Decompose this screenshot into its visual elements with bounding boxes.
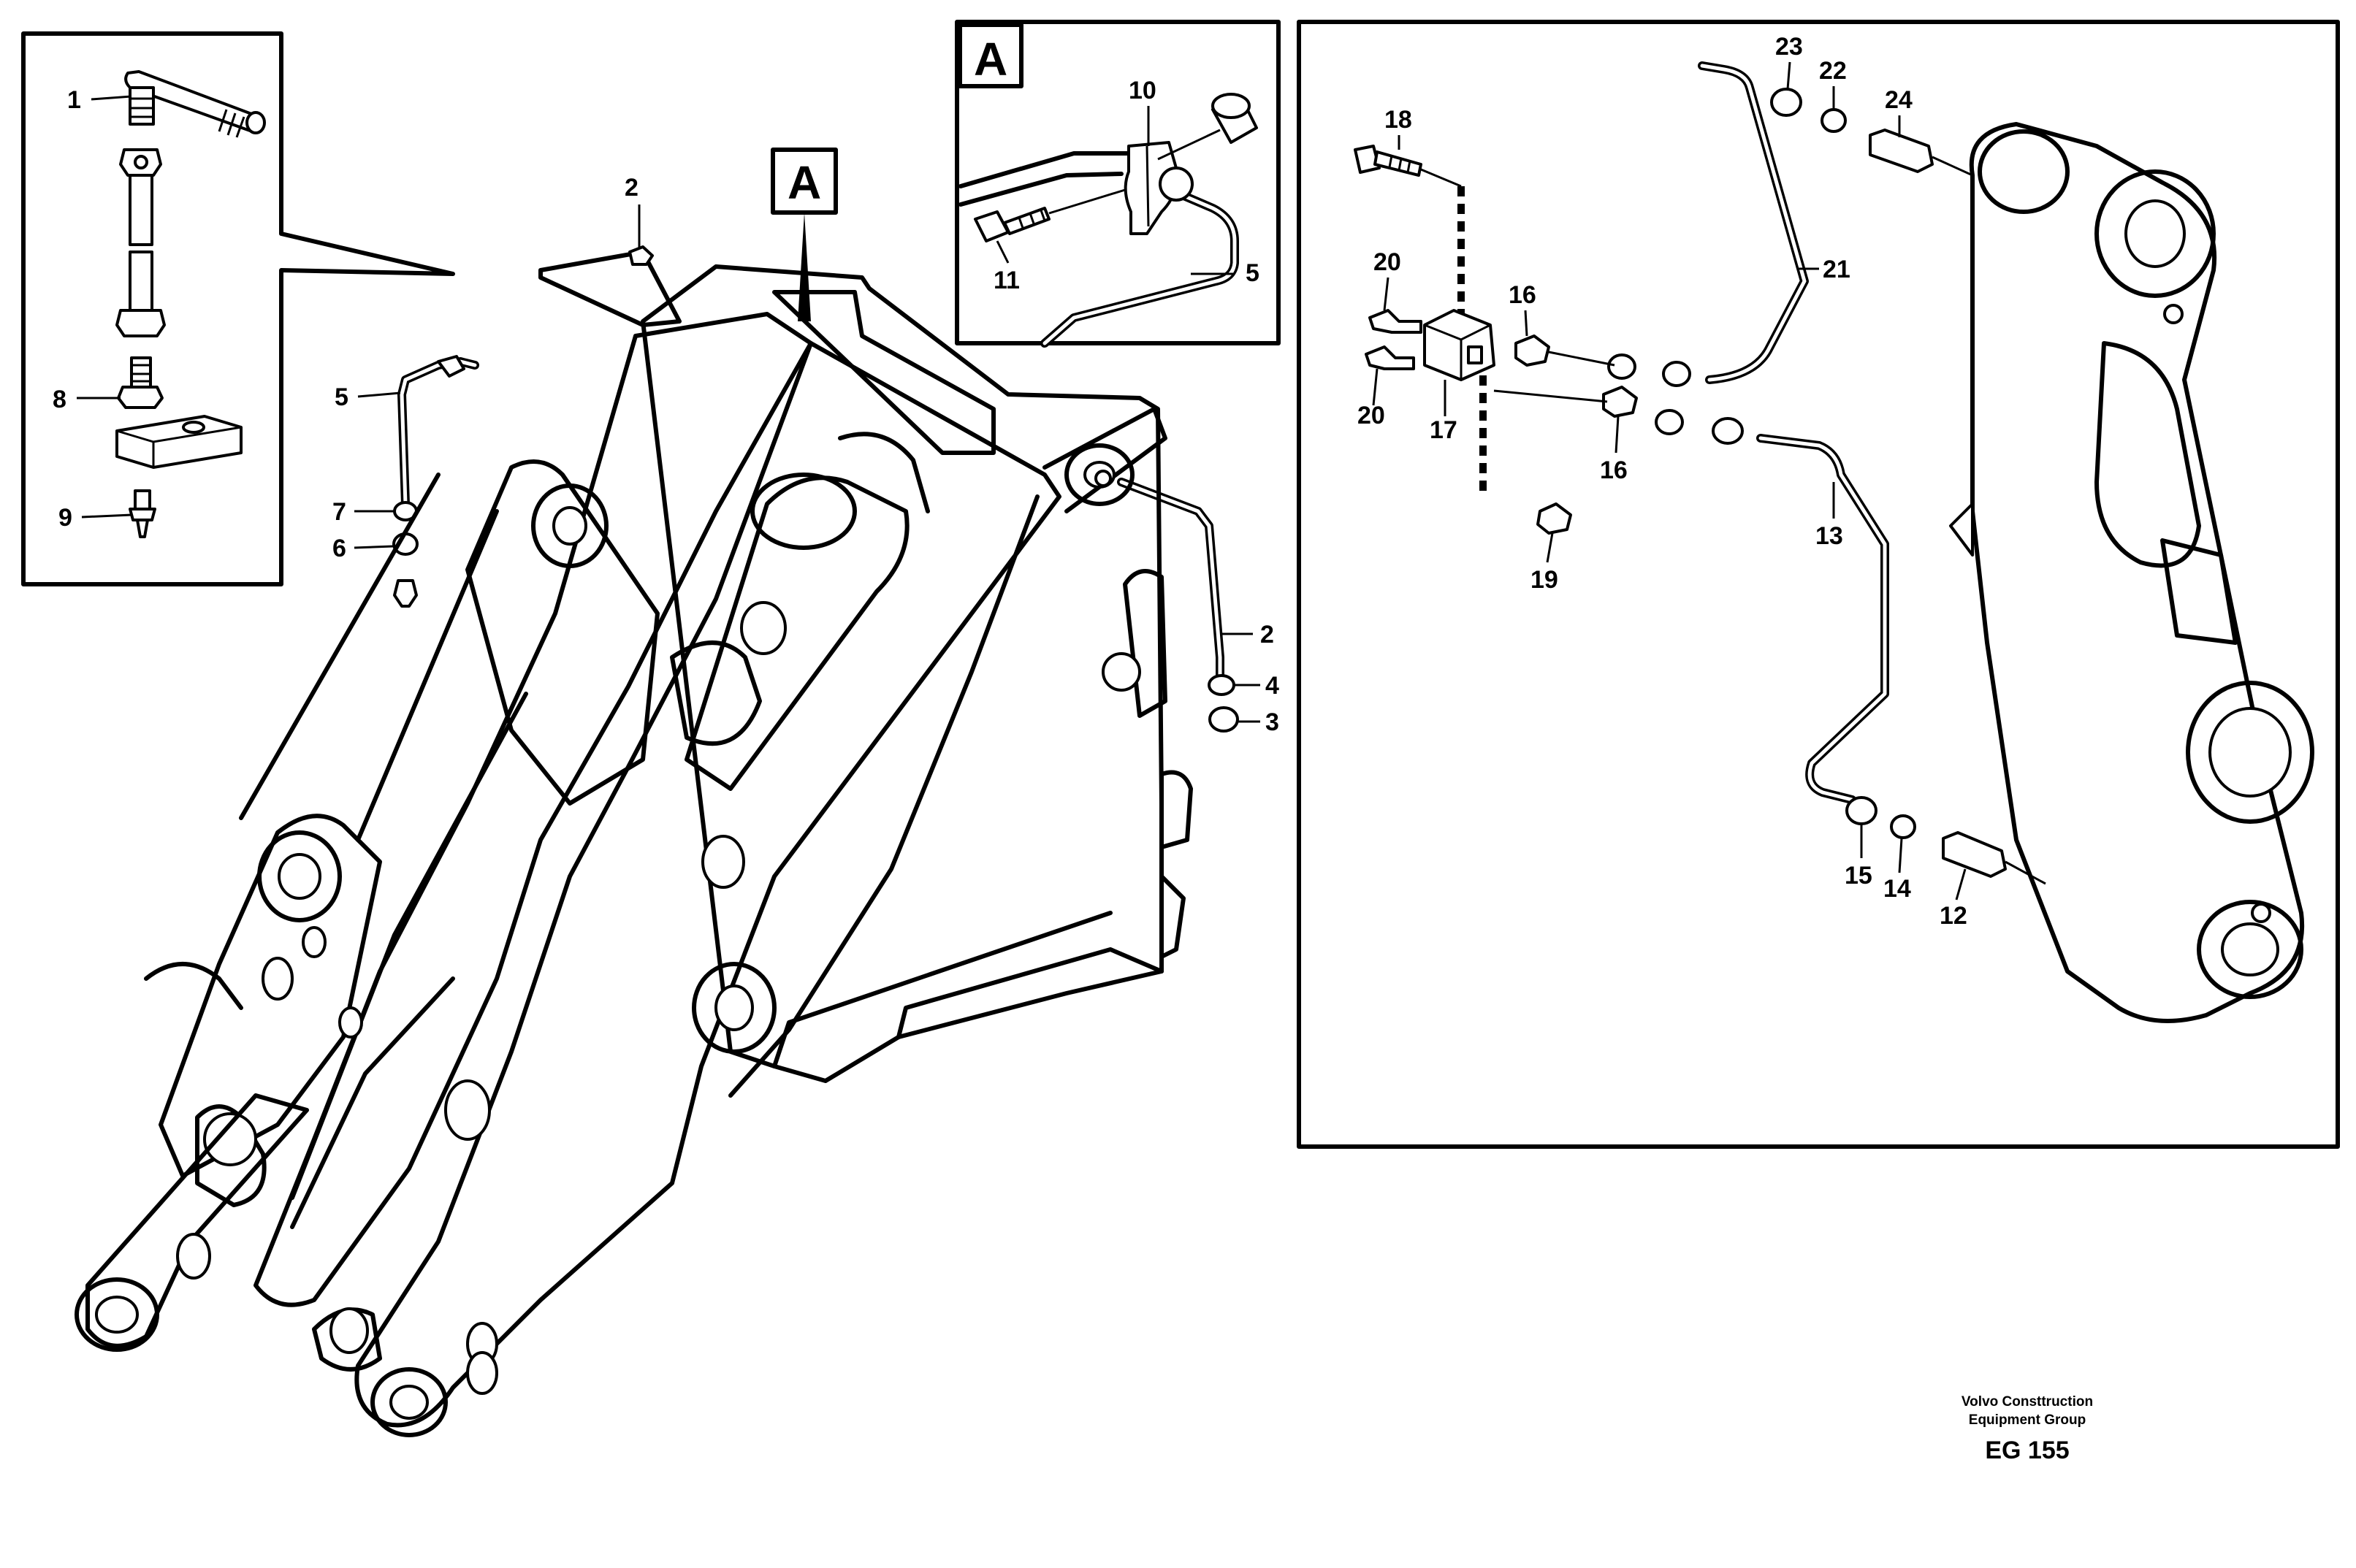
callout-21: 21 xyxy=(1823,256,1850,283)
callout-16-bottom: 16 xyxy=(1600,456,1628,484)
callout-18: 18 xyxy=(1384,106,1412,134)
link-arm xyxy=(1949,122,2314,1023)
figure-code: EG 155 xyxy=(1985,1437,2069,1464)
grease-nipple-assembly xyxy=(115,70,266,538)
callout-19: 19 xyxy=(1530,566,1558,594)
callout-22: 22 xyxy=(1819,57,1847,85)
company-line-1: Volvo Consttruction xyxy=(1962,1394,2093,1410)
callout-13: 13 xyxy=(1815,522,1843,550)
callout-4: 4 xyxy=(1265,672,1279,700)
footer: Volvo Consttruction Equipment Group EG 1… xyxy=(1962,1394,2093,1464)
callout-17: 17 xyxy=(1430,416,1457,444)
callout-20-top: 20 xyxy=(1373,248,1401,276)
detail-right-box: 18 20 20 17 16 16 19 23 22 24 21 13 15 1… xyxy=(1297,20,2340,1149)
callout-2-top: 2 xyxy=(625,174,638,202)
callout-20-bottom: 20 xyxy=(1357,402,1385,429)
callout-23: 23 xyxy=(1775,33,1803,61)
callout-8: 8 xyxy=(53,386,66,413)
main-view-callouts: 2 5 7 6 2 4 3 xyxy=(332,174,1279,736)
callout-11: 11 xyxy=(994,267,1020,294)
boom-marker-a: A xyxy=(788,156,821,209)
callout-16-top: 16 xyxy=(1509,281,1536,309)
company-line-2: Equipment Group xyxy=(1969,1412,2086,1428)
callout-7: 7 xyxy=(332,498,346,526)
callout-3: 3 xyxy=(1265,708,1279,736)
inset-left: 1 8 9 xyxy=(21,31,455,586)
callout-6: 6 xyxy=(332,535,346,562)
callout-14: 14 xyxy=(1883,875,1911,903)
callout-5-main: 5 xyxy=(335,383,348,411)
callout-24: 24 xyxy=(1885,86,1913,114)
callout-5-view-a: 5 xyxy=(1246,259,1259,287)
callout-12: 12 xyxy=(1940,902,1967,930)
main-view-boom: A xyxy=(75,148,1239,1437)
callout-15: 15 xyxy=(1845,862,1872,890)
callout-10: 10 xyxy=(1129,77,1156,104)
view-a-label: A xyxy=(974,33,1007,85)
callout-2-right: 2 xyxy=(1260,621,1274,649)
callout-1: 1 xyxy=(67,86,81,114)
callout-9: 9 xyxy=(58,504,72,532)
view-a-box: A 10 11 5 xyxy=(955,20,1281,348)
